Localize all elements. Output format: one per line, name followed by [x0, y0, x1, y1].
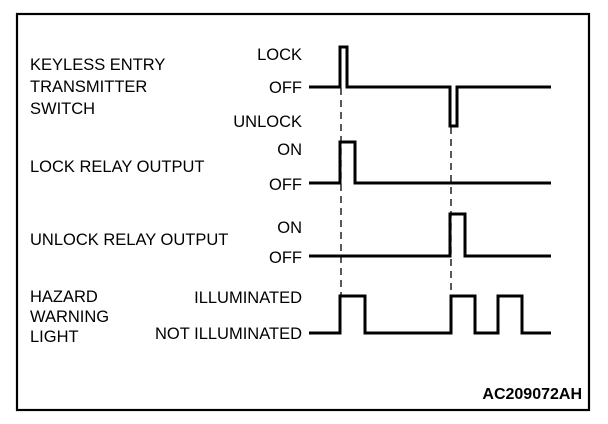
keyless-title-line-2: TRANSMITTER: [30, 78, 147, 96]
hazard-title-line-1: HAZARD: [30, 288, 98, 306]
figure-code: AC209072AH: [482, 386, 582, 403]
keyless-state-off: OFF: [269, 79, 302, 97]
keyless-title-line-1: KEYLESS ENTRY: [30, 56, 165, 74]
keyless-switch-waveform: [309, 45, 551, 128]
hazard-state-not-illuminated: NOT ILLUMINATED: [155, 325, 302, 343]
figure-frame: [15, 12, 591, 412]
hazard-state-illuminated: ILLUMINATED: [194, 289, 302, 307]
lock-relay-waveform: [309, 140, 551, 185]
unlock-relay-state-off: OFF: [269, 249, 302, 267]
hazard-title-line-2: WARNING: [30, 308, 109, 326]
unlock-relay-state-on: ON: [277, 219, 302, 237]
hazard-light-waveform: [309, 294, 551, 335]
unlock-relay-title: UNLOCK RELAY OUTPUT: [30, 231, 228, 249]
lock-relay-state-off: OFF: [269, 176, 302, 194]
keyless-title-line-3: SWITCH: [30, 100, 95, 118]
unlock-relay-waveform: [309, 212, 551, 258]
hazard-title-line-3: LIGHT: [30, 328, 79, 346]
lock-relay-state-on: ON: [277, 141, 302, 159]
keyless-state-unlock: UNLOCK: [233, 113, 302, 131]
lock-relay-title: LOCK RELAY OUTPUT: [30, 158, 205, 176]
keyless-state-lock: LOCK: [257, 46, 302, 64]
